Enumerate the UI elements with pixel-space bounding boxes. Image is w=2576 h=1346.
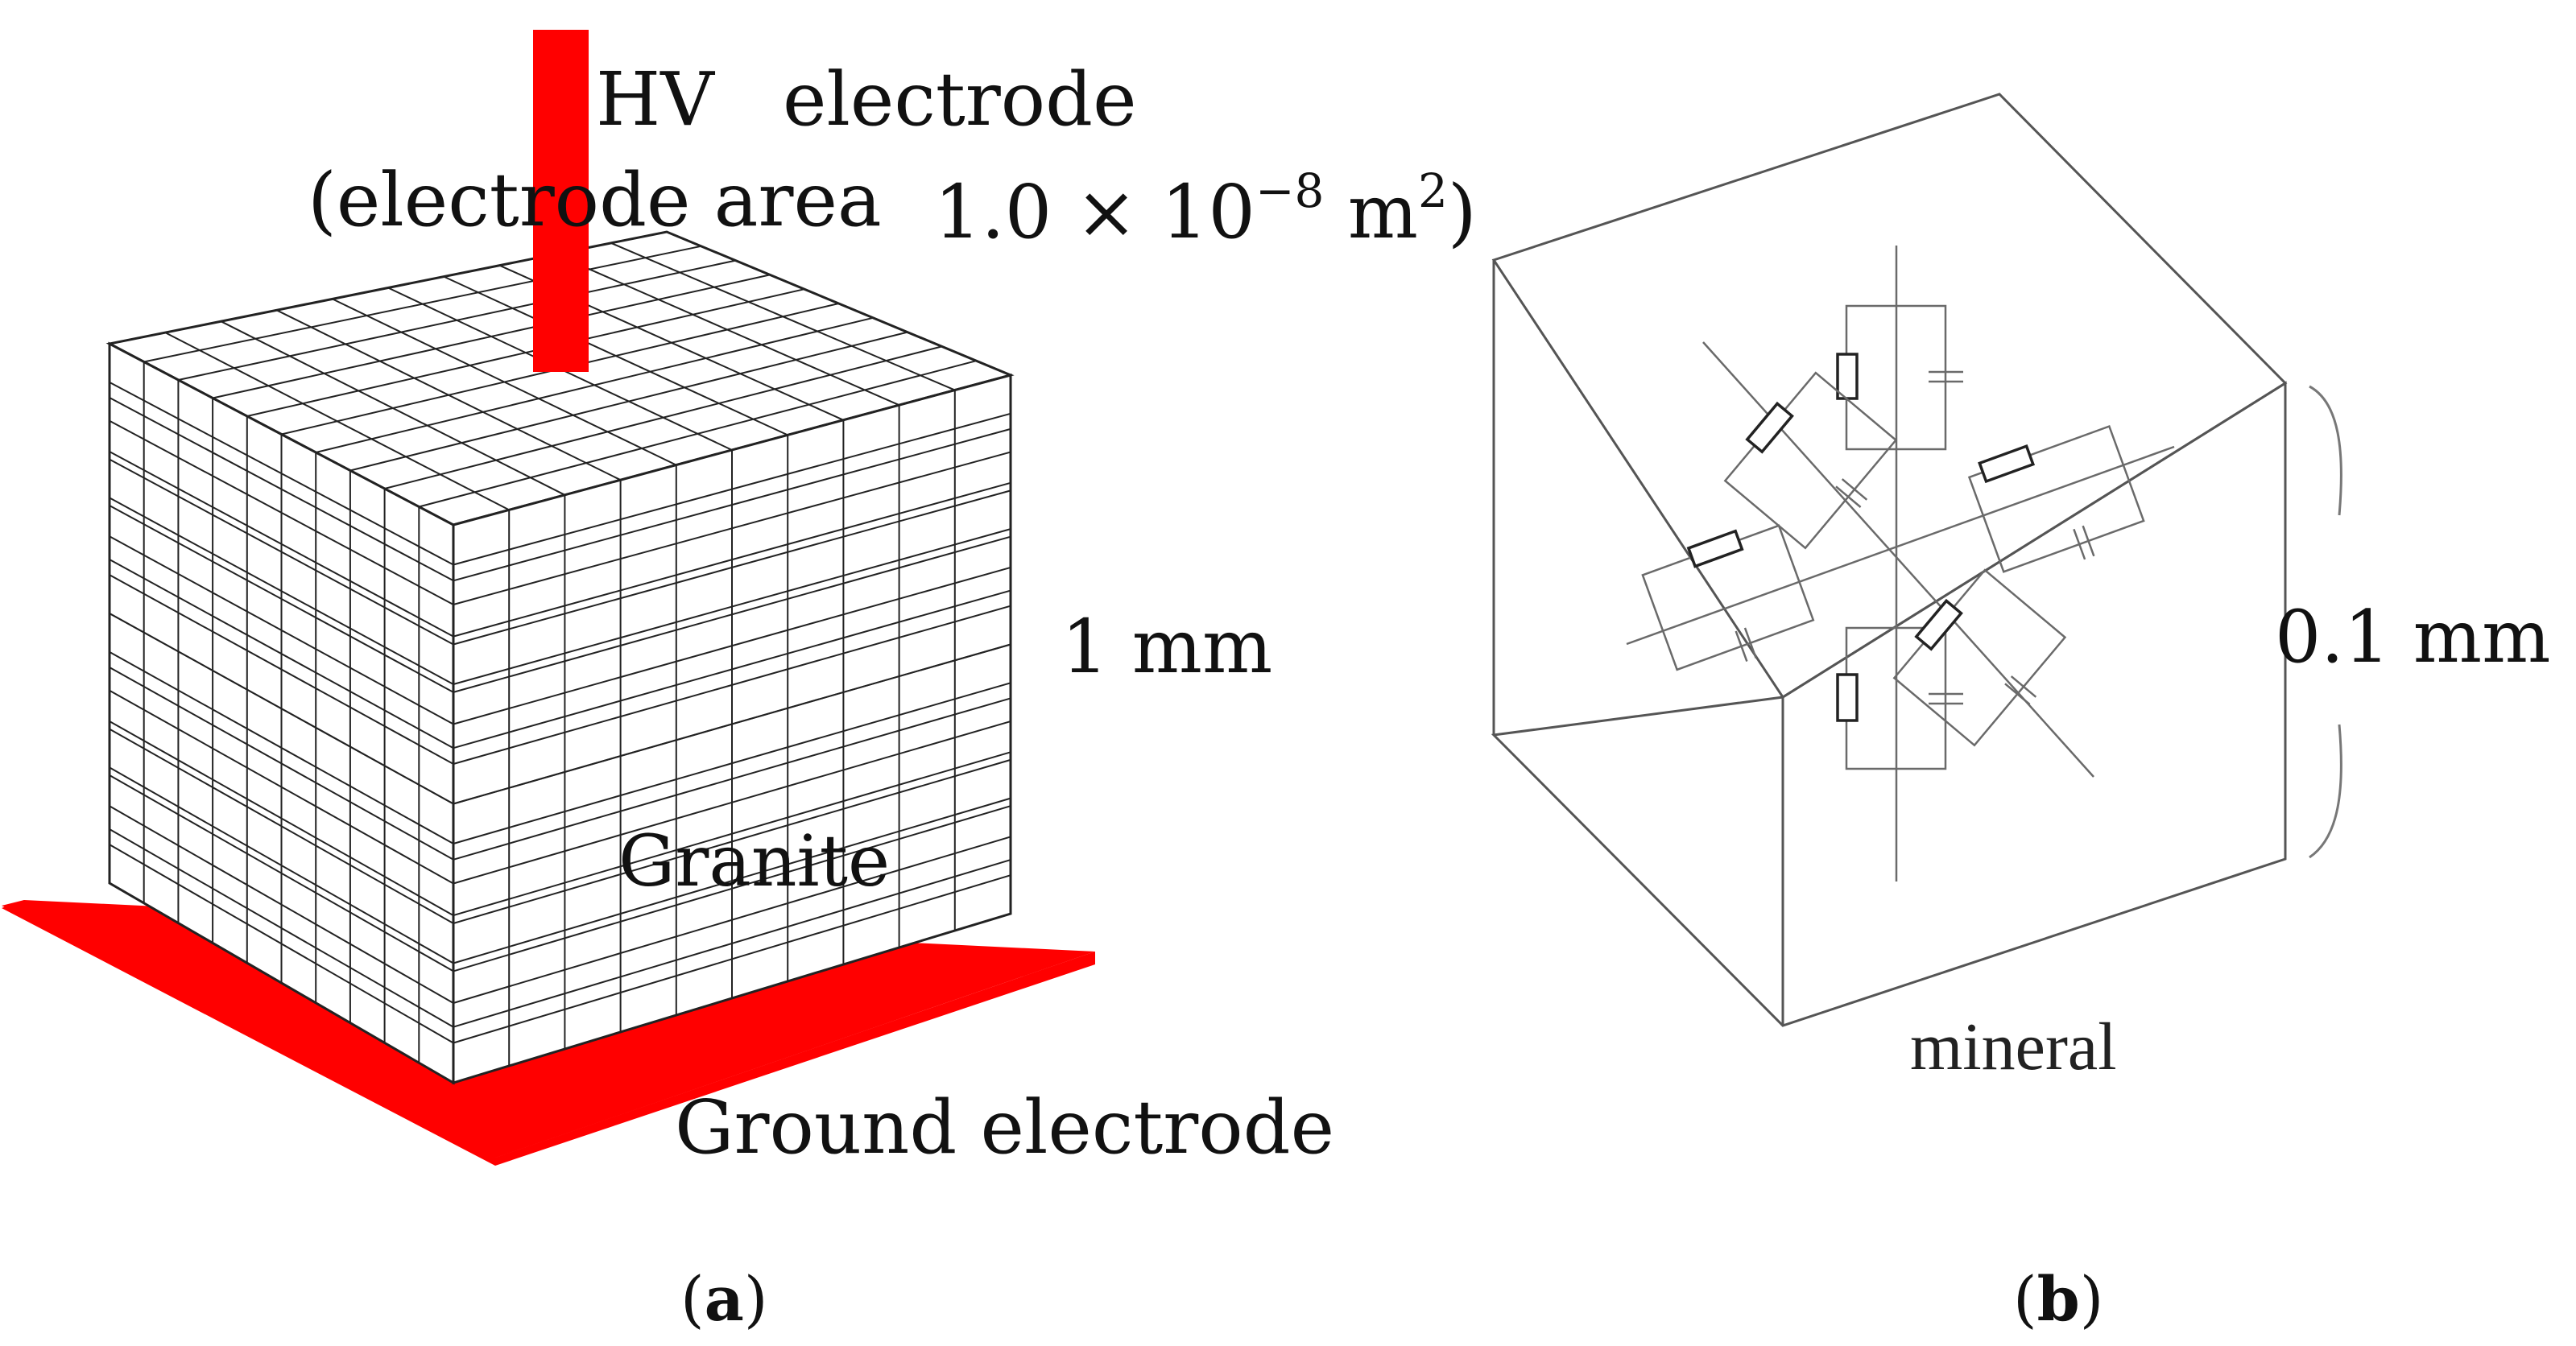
dimension-1mm-label: 1 mm xyxy=(1061,604,1272,690)
cube-right-grid-line xyxy=(453,751,1011,917)
panel-b-mineral-cell xyxy=(1491,93,2342,1027)
caption-a-letter: a xyxy=(705,1263,744,1335)
caption-b-open: ( xyxy=(2013,1263,2037,1335)
caption-a-close: ) xyxy=(744,1263,768,1335)
mineral-label: mineral xyxy=(1910,1010,2117,1084)
cube-left-row-line xyxy=(109,844,454,1044)
cube-left-row-line xyxy=(109,689,454,885)
cube-right-row-line xyxy=(453,451,1011,605)
capacitor-right-b xyxy=(2082,525,2095,557)
caption-b: (b) xyxy=(2013,1263,2103,1335)
resistor-upper-left xyxy=(1745,401,1794,454)
ground-electrode-label: Ground electrode xyxy=(675,1084,1334,1171)
granite-cube xyxy=(105,230,1015,1085)
cube-left-grid-line xyxy=(109,720,454,916)
cube-left-grid-line xyxy=(109,828,454,1028)
electrode-area-exponent: −8 xyxy=(1255,163,1325,218)
capacitor-upper-left-b xyxy=(1835,485,1862,508)
capacitor-right-a xyxy=(2073,528,2086,560)
cube-left-row-line xyxy=(109,497,454,685)
cube-top-grid-line xyxy=(443,275,788,436)
cube-left-grid-line xyxy=(109,667,454,861)
cube-right-grid-line xyxy=(453,697,1011,861)
cube-top-grid-line xyxy=(555,253,900,407)
cube-left-row-line xyxy=(109,613,454,805)
hv-label: HV xyxy=(596,56,715,142)
dimension-0-1mm-label: 0.1 mm xyxy=(2275,595,2550,679)
cube-left-row-line xyxy=(109,574,454,765)
granite-label: Granite xyxy=(618,820,890,902)
cube-left-row-line xyxy=(109,650,454,844)
electrode-area-label: (electrode area xyxy=(308,157,882,243)
circuit-lower-right xyxy=(1892,568,2067,747)
dimension-brace xyxy=(2309,385,2342,859)
electrode-area-number: 1.0 × 10 xyxy=(934,169,1255,255)
cube-right-row-line xyxy=(453,797,1011,964)
electrode-area-close: ) xyxy=(1448,169,1477,255)
resistor-bottom xyxy=(1836,673,1859,722)
cube-left-row-line xyxy=(109,381,454,566)
cube-right-row-line xyxy=(453,489,1011,646)
capacitor-lower-right-a xyxy=(2010,675,2037,698)
resistor-top xyxy=(1836,353,1859,400)
cube-right-row-line xyxy=(453,643,1011,805)
cube-left-grid-line xyxy=(109,774,454,972)
resistor-right xyxy=(1978,444,2036,484)
mineral-cube-bottom-face xyxy=(1491,381,2287,1027)
capacitor-left-b xyxy=(1743,627,1757,659)
capacitor-left-a xyxy=(1735,630,1748,663)
cube-right-row-line xyxy=(453,528,1011,685)
cube-left-row-line xyxy=(109,535,454,725)
cube-left-row-line xyxy=(109,728,454,924)
cube-left-row-line xyxy=(109,458,454,646)
electrode-area-unit: m xyxy=(1324,169,1417,255)
cube-top-grid-line xyxy=(384,345,942,489)
electrode-label: electrode xyxy=(783,56,1137,142)
resistor-left xyxy=(1686,529,1744,568)
caption-a-open: ( xyxy=(680,1263,705,1335)
cube-right-grid-line xyxy=(453,859,1011,1028)
cube-left-row-line xyxy=(109,419,454,605)
cube-right-row-line xyxy=(453,566,1011,725)
cube-right-row-line xyxy=(453,412,1011,566)
caption-b-close: ) xyxy=(2080,1263,2104,1335)
mineral-cube-top-face xyxy=(1491,93,2288,700)
electrode-area-unit-exponent: 2 xyxy=(1418,163,1448,218)
caption-a: (a) xyxy=(680,1263,768,1335)
cube-top-grid-line xyxy=(419,360,977,508)
cube-right-grid-line xyxy=(453,805,1011,972)
capacitor-lower-right-b xyxy=(2004,683,2031,705)
cube-right-row-line xyxy=(453,605,1011,765)
cube-top-grid-line xyxy=(315,316,874,453)
cube-right-row-line xyxy=(453,682,1011,844)
axis-diag-1 xyxy=(1626,445,2175,646)
circuit-right xyxy=(1967,424,2145,573)
electrode-area-value: 1.0 × 10−8 m2) xyxy=(934,163,1477,255)
cube-top-grid-line xyxy=(610,242,956,391)
cube-right-row-line xyxy=(453,720,1011,885)
ground-electrode-plate-edge xyxy=(2,900,1095,1166)
cube-left-row-line xyxy=(109,766,454,964)
resistor-lower-right xyxy=(1914,598,1963,651)
cube-left-row-line xyxy=(109,805,454,1004)
cube-right-row-line xyxy=(453,874,1011,1044)
hv-electrode-rod xyxy=(533,30,589,372)
cube-right-row-line xyxy=(453,836,1011,1004)
panel-a-granite-cube: HV electrode (electrode area 1.0 × 10−8 … xyxy=(2,30,1477,1335)
cube-top-grid-line xyxy=(349,331,908,472)
capacitor-upper-left-a xyxy=(1841,478,1868,501)
cube-right-row-line xyxy=(453,758,1011,924)
caption-b-letter: b xyxy=(2037,1263,2080,1335)
